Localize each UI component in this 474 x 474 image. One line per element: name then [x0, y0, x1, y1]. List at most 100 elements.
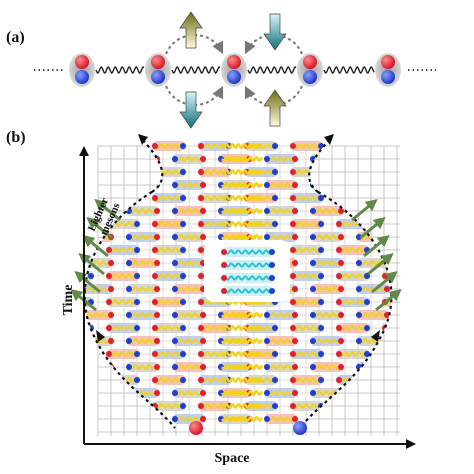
- quark: [88, 169, 94, 175]
- meson-row-13: [84, 310, 432, 320]
- string: [175, 260, 203, 266]
- central-string: [220, 220, 264, 228]
- string: [175, 156, 203, 162]
- quark: [88, 403, 94, 409]
- string: [155, 299, 183, 305]
- string: [84, 273, 91, 279]
- quark: [180, 351, 186, 357]
- quark: [88, 273, 94, 279]
- quark: [290, 377, 296, 383]
- quark: [338, 234, 344, 240]
- center-string: [225, 262, 271, 268]
- string: [313, 208, 341, 214]
- panel-b-label: (b): [6, 129, 26, 146]
- spring-1: [171, 66, 221, 74]
- center-string: [225, 288, 271, 294]
- meson-pill: [402, 258, 436, 268]
- center-meson-0: [221, 247, 275, 257]
- green-arrow-left-3: [78, 252, 105, 276]
- string: [359, 286, 387, 292]
- central-string: [220, 337, 264, 345]
- quark: [200, 312, 206, 318]
- string: [339, 325, 367, 331]
- quark: [172, 390, 178, 396]
- quark: [172, 286, 178, 292]
- quark: [410, 273, 416, 279]
- quark: [264, 156, 270, 162]
- center-string: [225, 275, 271, 281]
- string: [109, 299, 137, 305]
- quark: [154, 234, 160, 240]
- quark: [310, 260, 316, 266]
- quark: [264, 312, 270, 318]
- quark: [200, 156, 206, 162]
- meson-a-3: [297, 53, 323, 87]
- quark: [198, 273, 204, 279]
- quark: [290, 143, 296, 149]
- quark: [198, 195, 204, 201]
- string: [175, 182, 203, 188]
- quark: [272, 195, 278, 201]
- quark: [272, 143, 278, 149]
- quark: [88, 351, 94, 357]
- quark: [292, 208, 298, 214]
- quark: [154, 312, 160, 318]
- string: [84, 403, 91, 409]
- hop-arrow-left-top: [165, 34, 224, 55]
- quark: [60, 325, 66, 331]
- quark: [200, 182, 206, 188]
- quark: [198, 247, 204, 253]
- quark: [264, 390, 270, 396]
- central-string: [220, 324, 264, 332]
- meson-pill: [84, 245, 94, 255]
- quark: [172, 208, 178, 214]
- quark: [152, 351, 158, 357]
- quark: [221, 262, 227, 268]
- string: [84, 247, 91, 253]
- string: [84, 312, 111, 318]
- central-string: [220, 389, 264, 397]
- quark: [292, 182, 298, 188]
- string: [313, 234, 341, 240]
- string: [155, 325, 183, 331]
- quark-red: [303, 55, 317, 69]
- x-axis-label: Space: [215, 451, 250, 466]
- quark: [180, 377, 186, 383]
- string: [406, 157, 432, 161]
- string: [155, 143, 183, 149]
- quark: [200, 416, 206, 422]
- quark: [310, 234, 316, 240]
- cone-upper-left: [139, 136, 164, 193]
- hop-arrow-left-bottom: [165, 85, 224, 106]
- quark: [200, 234, 206, 240]
- string: [175, 286, 203, 292]
- quark: [264, 208, 270, 214]
- block-arrow-up-left: [179, 11, 203, 49]
- quark: [60, 221, 66, 227]
- quark: [364, 351, 370, 357]
- string: [339, 351, 367, 357]
- quark-blue: [151, 70, 165, 84]
- string: [109, 247, 137, 253]
- quark: [430, 416, 436, 422]
- green-arrow-right-5: [375, 288, 402, 312]
- string: [406, 313, 432, 317]
- quark: [402, 182, 408, 188]
- quark: [292, 260, 298, 266]
- quark: [154, 338, 160, 344]
- string: [175, 390, 203, 396]
- string: [129, 338, 157, 344]
- quark: [108, 286, 114, 292]
- meson-a-0: [69, 53, 95, 87]
- panel-a-chain: [34, 11, 436, 129]
- quark: [402, 156, 408, 162]
- quark: [430, 390, 436, 396]
- quark: [336, 377, 342, 383]
- string: [267, 390, 295, 396]
- quark: [336, 325, 342, 331]
- central-string: [220, 415, 264, 423]
- quark: [292, 390, 298, 396]
- string: [406, 287, 432, 291]
- meson-pill: [402, 362, 436, 372]
- green-arrow-left-0: [94, 198, 121, 222]
